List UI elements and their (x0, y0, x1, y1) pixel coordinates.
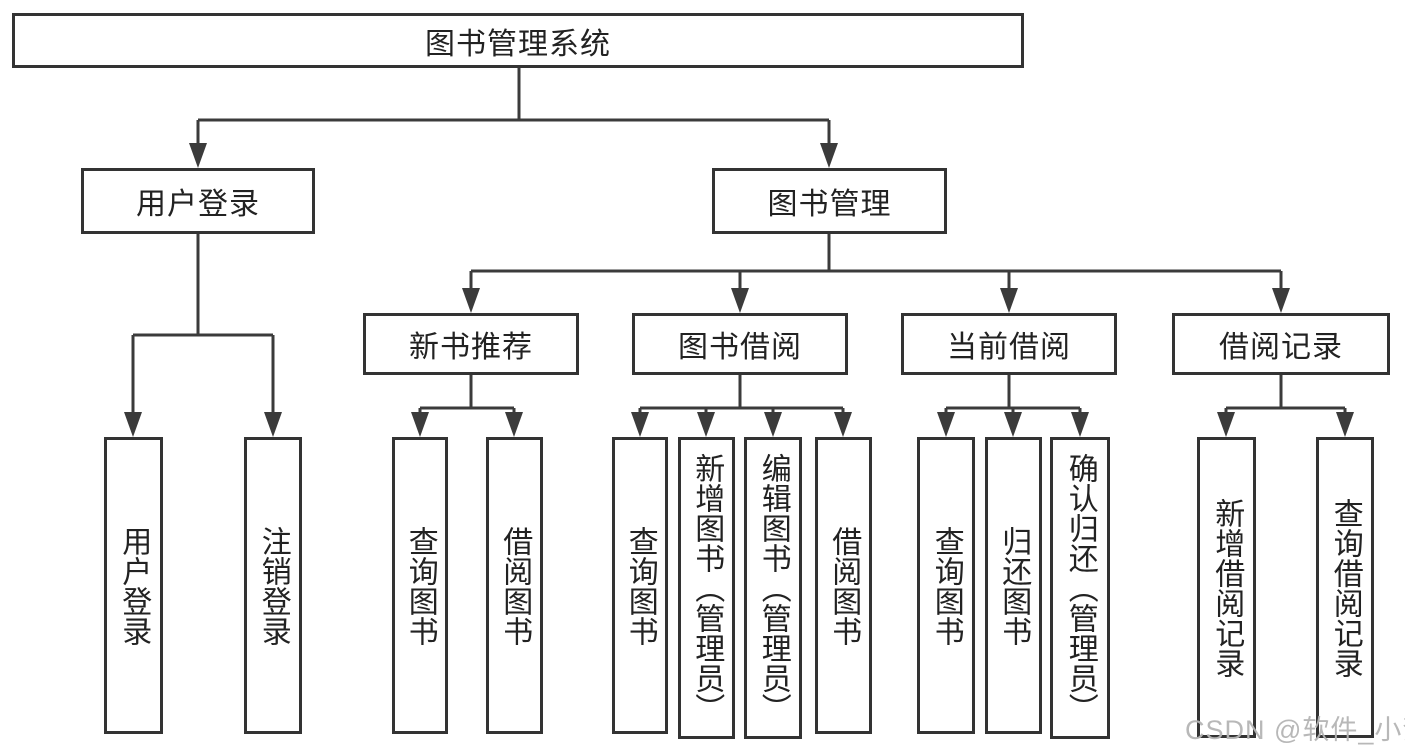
leaf-query-borrow-record: 查询借阅记录 (1316, 437, 1374, 738)
leaf-user-login: 用户登录 (104, 437, 163, 734)
arrow-down-icon (731, 288, 749, 313)
node-current-borrowing: 当前借阅 (901, 313, 1117, 375)
leaf-add-books-admin: 新增图书（管理员） (678, 437, 735, 739)
arrow-down-icon (1071, 412, 1089, 437)
leaf-confirm-return-admin: 确认归还（管理员） (1050, 437, 1110, 739)
node-book-management: 图书管理 (712, 168, 947, 234)
leaf-borrow-books-borrowing: 借阅图书 (815, 437, 872, 734)
node-user-login: 用户登录 (81, 168, 315, 234)
leaf-query-books-recommend: 查询图书 (392, 437, 448, 734)
leaf-add-borrow-record: 新增借阅记录 (1197, 437, 1256, 738)
node-borrowing-records: 借阅记录 (1172, 313, 1390, 375)
arrow-down-icon (124, 412, 142, 437)
arrow-down-icon (1217, 412, 1235, 437)
csdn-watermark: CSDN @软件_小贺同学 (1185, 715, 1405, 745)
arrow-down-icon (411, 412, 429, 437)
node-library-management-system: 图书管理系统 (12, 13, 1024, 68)
arrow-down-icon (820, 143, 838, 168)
arrow-down-icon (937, 412, 955, 437)
arrow-down-icon (1336, 412, 1354, 437)
leaf-edit-books-admin: 编辑图书（管理员） (744, 437, 802, 739)
node-book-borrowing: 图书借阅 (632, 313, 848, 375)
arrow-down-icon (697, 412, 715, 437)
arrow-down-icon (1004, 412, 1022, 437)
arrow-down-icon (834, 412, 852, 437)
arrow-down-icon (505, 412, 523, 437)
arrow-down-icon (1272, 288, 1290, 313)
node-new-book-recommendation: 新书推荐 (363, 313, 579, 375)
arrow-down-icon (764, 412, 782, 437)
arrow-down-icon (631, 412, 649, 437)
leaf-query-books-borrowing: 查询图书 (612, 437, 668, 734)
arrow-down-icon (462, 288, 480, 313)
leaf-return-books: 归还图书 (985, 437, 1042, 734)
leaf-borrow-books-recommend: 借阅图书 (486, 437, 543, 734)
leaf-query-books-current: 查询图书 (917, 437, 975, 734)
arrow-down-icon (1000, 288, 1018, 313)
arrow-down-icon (264, 412, 282, 437)
leaf-logout: 注销登录 (244, 437, 302, 734)
arrow-down-icon (189, 143, 207, 168)
